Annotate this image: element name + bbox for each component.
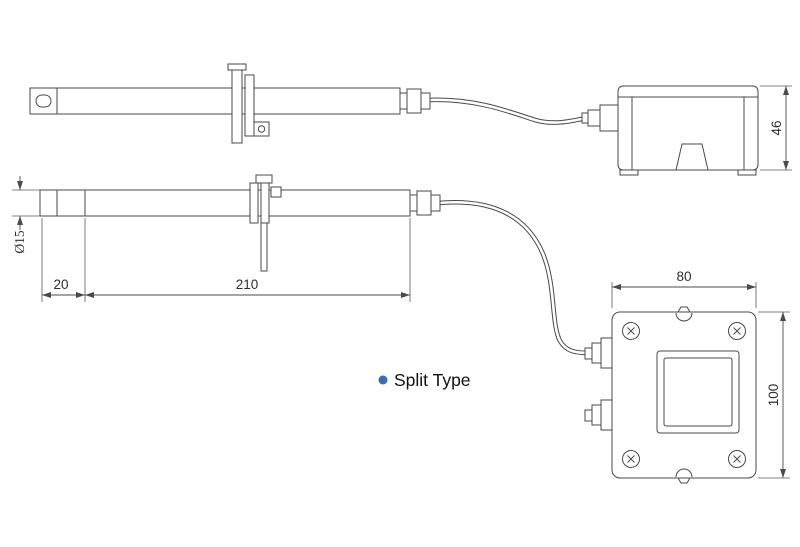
dimension-box-height: 100 [758, 311, 790, 479]
box-foot-right [737, 169, 757, 176]
flange-screw-hole [257, 125, 266, 133]
bottom-mounting-notch [675, 468, 693, 478]
probe-cable-gland-top [409, 190, 441, 216]
junction-box-side-view [581, 85, 759, 176]
caption-text: Split Type [394, 370, 471, 390]
flange-pin [260, 222, 268, 272]
box-bottom-clip [675, 143, 709, 171]
dimension-probe-lengths: 20 210 [41, 218, 411, 302]
top-mounting-notch [675, 312, 693, 322]
dimension-20-label: 20 [53, 277, 68, 292]
label-window-inner [663, 357, 733, 427]
bottom-mounting-tab [677, 477, 691, 484]
dimension-probe-diameter: Ø15 [12, 176, 40, 254]
sensor-window [35, 94, 52, 108]
junction-box-front-view [584, 306, 757, 484]
mounting-flange-top [249, 174, 282, 272]
box-foot-left [619, 169, 639, 176]
box-cable-gland-top [584, 337, 613, 369]
top-mounting-tab [677, 306, 691, 313]
corner-screws [622, 322, 746, 468]
cable-side-view [425, 97, 589, 125]
dimension-box-depth: 46 [760, 85, 792, 171]
split-type-label: Split Type [378, 370, 471, 390]
box-cable-gland-bottom [584, 399, 613, 431]
probe-top-view [39, 174, 441, 272]
dimension-46-label: 46 [769, 120, 784, 135]
mounting-flange-side [227, 63, 270, 144]
dimension-100-label: 100 [766, 384, 781, 407]
dimension-dia15-label: Ø15 [12, 230, 27, 253]
dimension-80-label: 80 [676, 269, 691, 284]
probe-cable-gland-side [399, 88, 431, 114]
bullet-icon [378, 375, 388, 385]
probe-side-view [29, 63, 431, 144]
dimension-box-width: 80 [611, 269, 757, 308]
cable-front-view [435, 199, 593, 356]
dimension-210-label: 210 [236, 277, 259, 292]
box-cable-gland-side [581, 104, 619, 132]
